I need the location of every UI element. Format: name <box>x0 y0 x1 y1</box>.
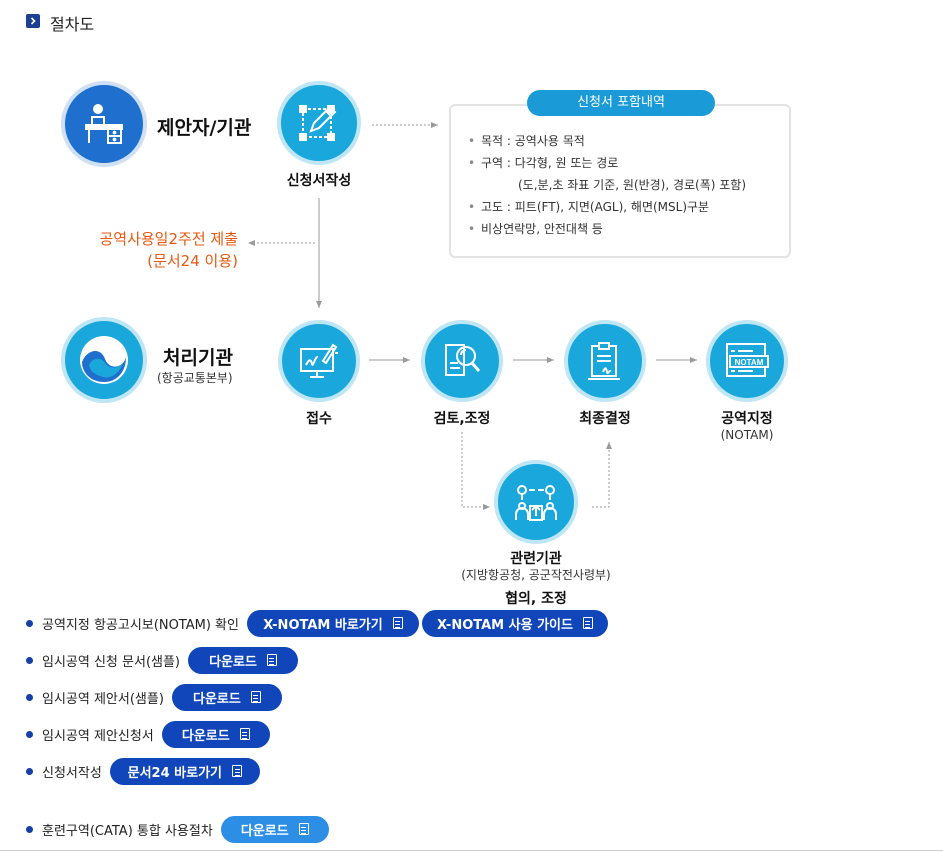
processor-sub: (항공교통본부) <box>157 371 233 385</box>
proposer-label: 제안자/기관 <box>157 117 252 139</box>
document-icon <box>266 654 277 666</box>
info-box-list: •목적 : 공역사용 목적 •구역 : 다각형, 원 또는 경로 (도,분,초 … <box>468 130 746 240</box>
submit-note-line2: (문서24 이용) <box>147 252 238 270</box>
bullet <box>26 825 33 833</box>
bullet <box>26 693 33 701</box>
step-sub: (NOTAM) <box>720 428 774 442</box>
processor-label: 처리기관 <box>163 347 233 369</box>
chevron-right-icon <box>26 14 40 28</box>
document-icon <box>250 691 261 703</box>
link-text: 임시공역 제안서(샘플) <box>42 691 164 707</box>
step-label: 최종결정 <box>579 411 631 427</box>
desk-person-icon <box>61 81 147 167</box>
list-item: 공역지정 항공고시보(NOTAM) 확인 X-NOTAM 바로가기 X-NOTA… <box>26 608 611 638</box>
link-text: 임시공역 신청 문서(샘플) <box>42 654 181 670</box>
document-search-icon <box>421 320 503 402</box>
x-notam-button[interactable]: X-NOTAM 바로가기 <box>246 609 419 637</box>
list-item: •고도 : 피트(FT), 지면(AGL), 해면(MSL)구분 <box>468 200 710 214</box>
link-text: 신청서작성 <box>42 765 102 781</box>
list-item: 신청서작성 문서24 바로가기 <box>26 756 263 786</box>
submit-note: 공역사용일2주전 제출 (문서24 이용) <box>60 228 238 272</box>
document-icon <box>239 728 250 740</box>
list-item: •목적 : 공역사용 목적 <box>468 134 585 148</box>
download-button[interactable]: 다운로드 <box>171 683 282 711</box>
x-notam-guide-button[interactable]: X-NOTAM 사용 가이드 <box>421 609 608 637</box>
step-label: 검토,조정 <box>433 411 491 427</box>
download-button[interactable]: 다운로드 <box>188 646 299 674</box>
link-text: 훈련구역(CATA) 통합 사용절차 <box>42 823 213 839</box>
government-emblem-icon <box>61 317 147 403</box>
list-item: •구역 : 다각형, 원 또는 경로 <box>468 156 619 170</box>
document-icon <box>582 617 593 629</box>
bullet <box>26 656 33 664</box>
related-label: 관련기관 <box>510 551 562 567</box>
clipboard-sign-icon <box>564 320 646 402</box>
edit-document-icon <box>277 81 361 165</box>
link-text: 공역지정 항공고시보(NOTAM) 확인 <box>42 617 239 633</box>
meeting-people-icon <box>494 460 578 544</box>
section-title: 절차도 <box>50 15 95 34</box>
list-item: 임시공역 제안신청서 다운로드 <box>26 719 273 749</box>
list-item: 임시공역 신청 문서(샘플) 다운로드 <box>26 645 301 675</box>
list-item: (도,분,초 좌표 기준, 원(반경), 경로(폭) 포함) <box>518 178 747 192</box>
bullet <box>26 767 33 775</box>
notam-icon-text: NOTAM <box>735 358 764 367</box>
notam-notice-icon: NOTAM <box>706 320 788 402</box>
document-icon <box>392 617 403 629</box>
link-text: 임시공역 제안신청서 <box>42 728 154 744</box>
doc24-button[interactable]: 문서24 바로가기 <box>109 757 260 785</box>
step-label: 접수 <box>306 411 332 427</box>
bullet <box>26 730 33 738</box>
download-button[interactable]: 다운로드 <box>220 815 329 843</box>
step-label: 공역지정 <box>721 411 773 427</box>
list-item: 훈련구역(CATA) 통합 사용절차 다운로드 <box>26 814 332 844</box>
bullet <box>26 619 33 627</box>
download-button[interactable]: 다운로드 <box>161 720 270 748</box>
related-sub: (지방항공청, 공군작전사령부) <box>461 568 611 582</box>
divider <box>0 850 943 851</box>
application-label: 신청서작성 <box>286 173 352 189</box>
document-icon <box>232 765 242 777</box>
info-box-tag: 신청서 포함내역 <box>527 90 715 116</box>
list-item: •비상연락망, 안전대책 등 <box>468 222 603 236</box>
related-action: 협의, 조정 <box>505 591 567 607</box>
computer-signature-icon <box>278 320 360 402</box>
document-icon <box>298 823 309 835</box>
list-item: 임시공역 제안서(샘플) 다운로드 <box>26 682 285 712</box>
submit-note-line1: 공역사용일2주전 제출 <box>99 230 238 248</box>
